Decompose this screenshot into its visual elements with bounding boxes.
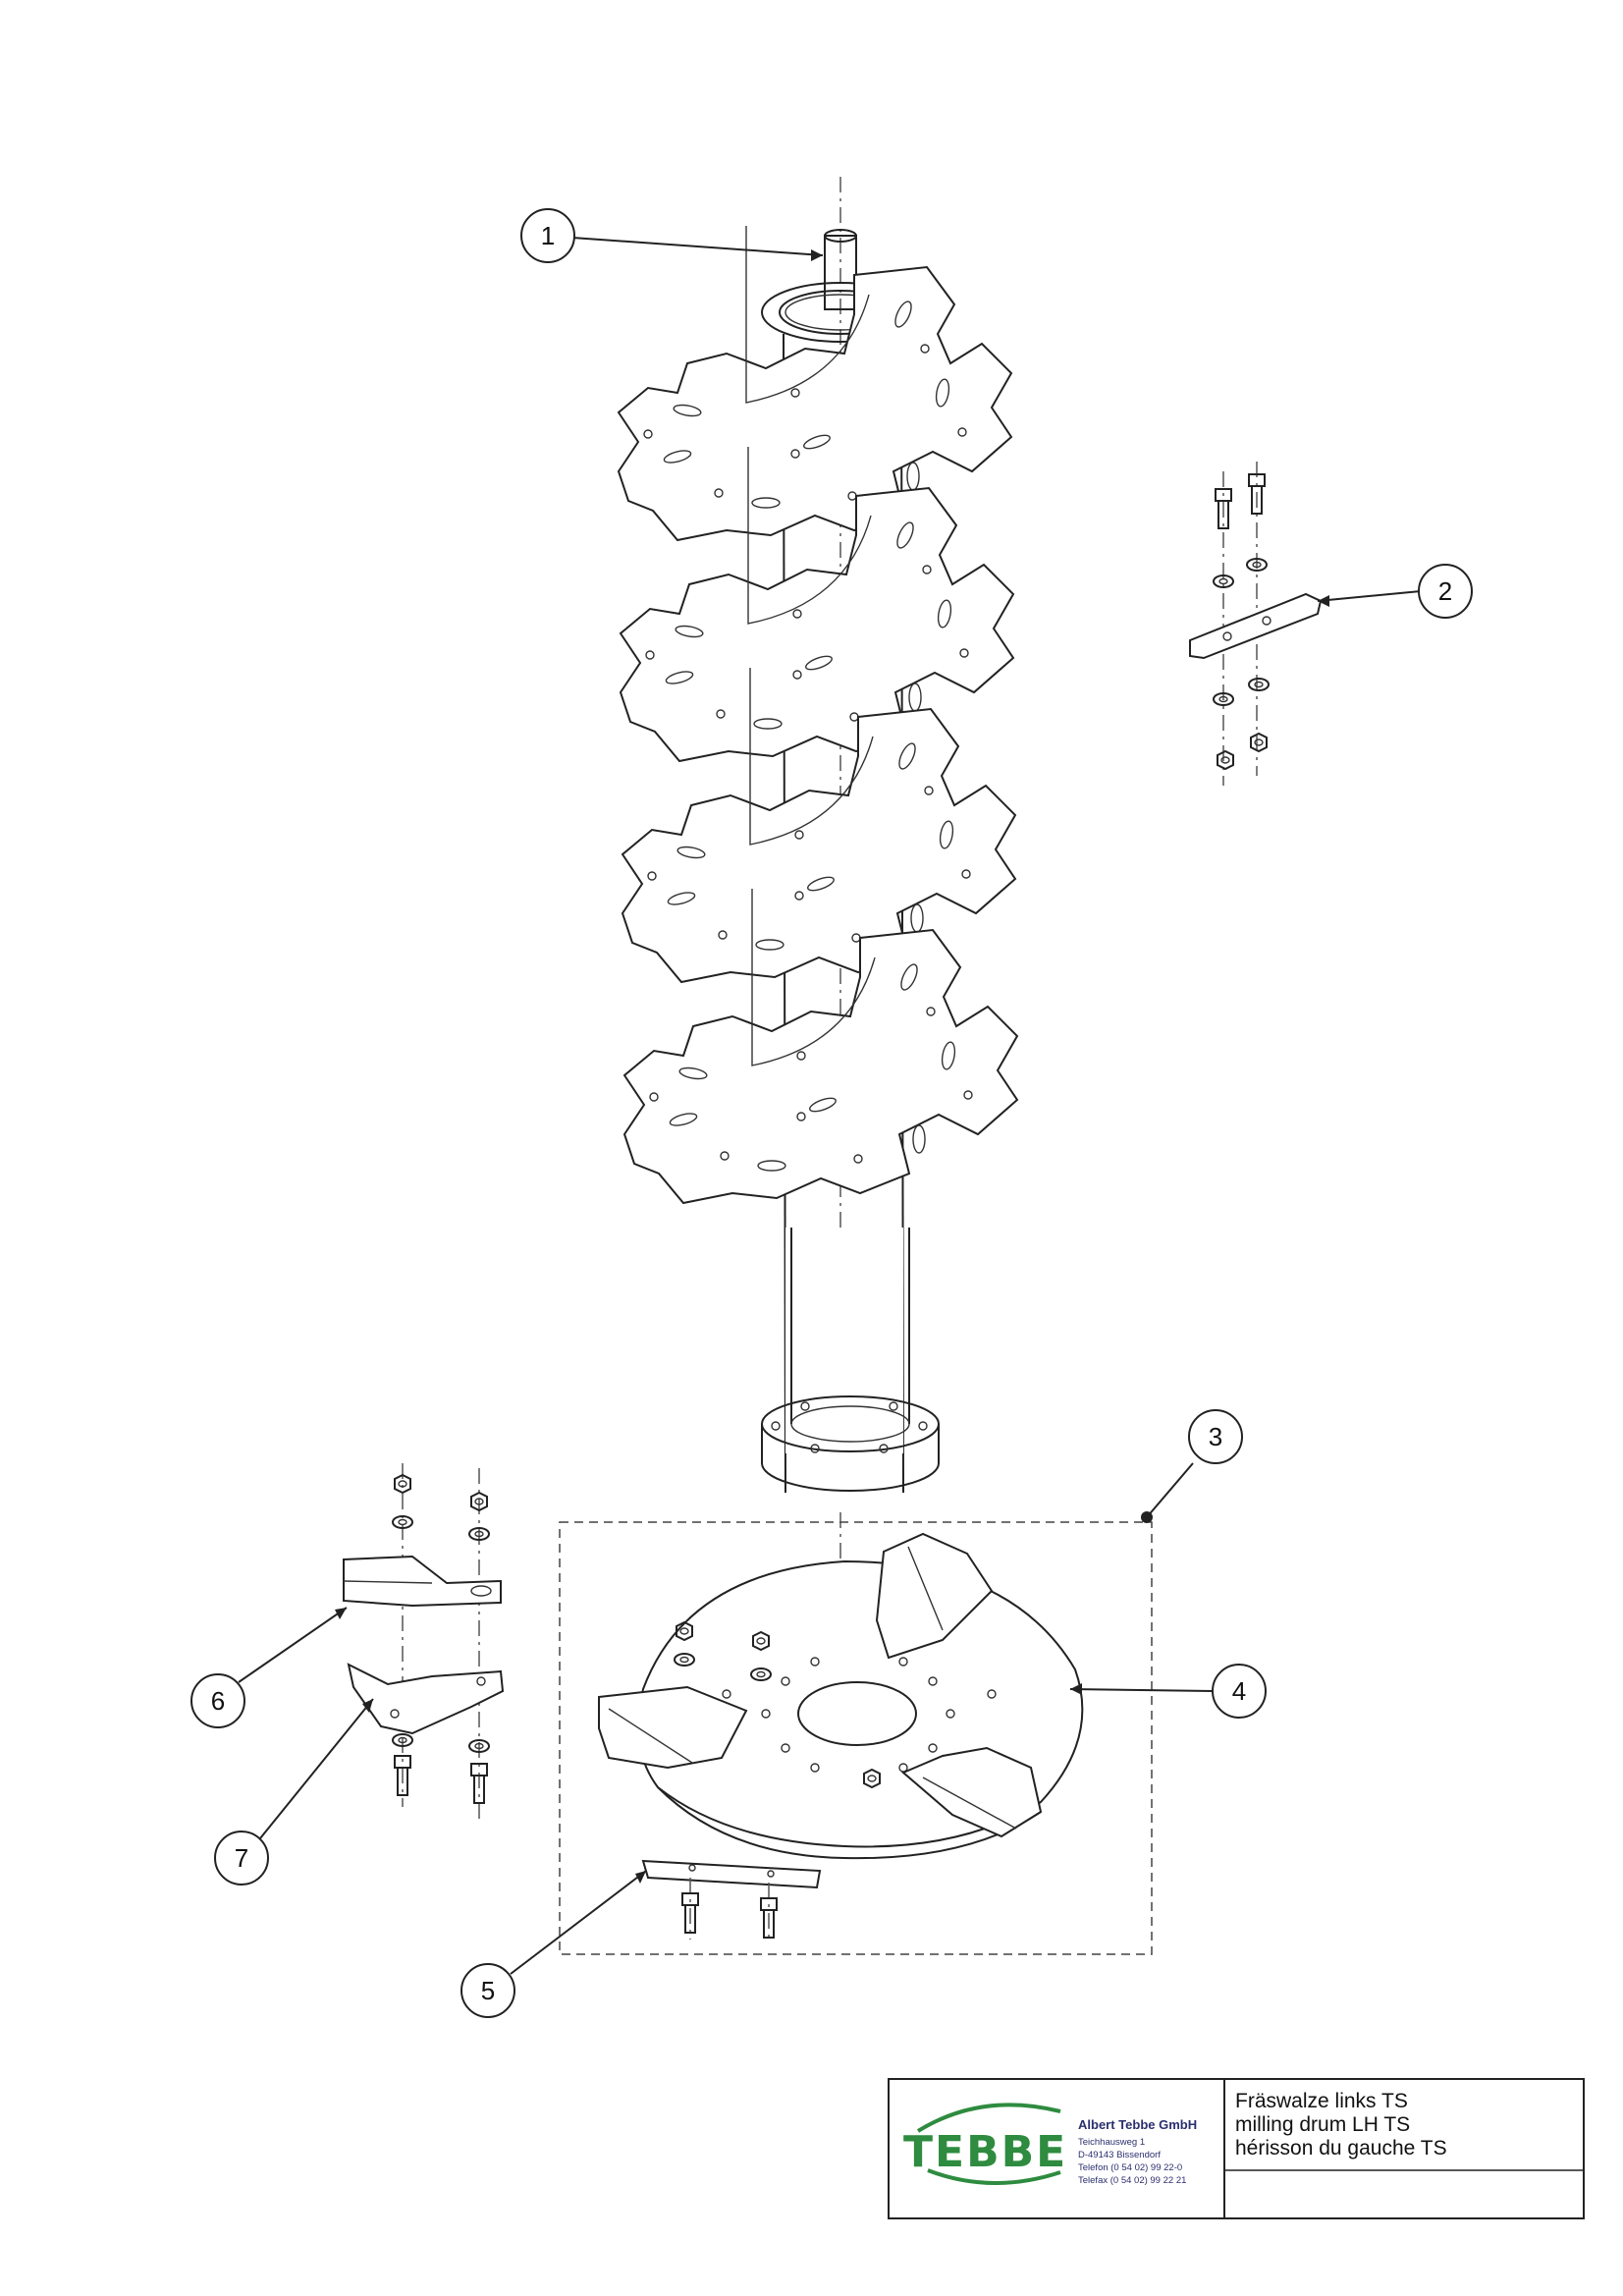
flight-plate-1: [618, 225, 1012, 541]
deflector-plate: [343, 1555, 502, 1608]
callout-1-label: 1: [541, 221, 555, 250]
assembly-box: [559, 1521, 1153, 1955]
title-french: hérisson du gauche TS: [1235, 2137, 1447, 2159]
callout-6-label: 6: [211, 1686, 225, 1716]
callout-7-label: 7: [235, 1843, 248, 1873]
blade-set-upper: [1189, 462, 1323, 786]
address-city: D-49143 Bissendorf: [1078, 2150, 1161, 2160]
title-block: TEBBE Albert Tebbe GmbH Teichhausweg 1 D…: [888, 2078, 1585, 2219]
callout-5-label: 5: [481, 1976, 495, 2005]
callout-4: 4: [1069, 1664, 1267, 1719]
milling-drum: [618, 225, 1018, 1494]
title-english: milling drum LH TS: [1235, 2113, 1410, 2136]
callout-6: 6: [190, 1607, 348, 1728]
logo-text: TEBBE: [903, 2127, 1067, 2177]
callout-5: 5: [460, 1870, 647, 2018]
address-street: Teichhausweg 1: [1078, 2137, 1145, 2148]
title-german: Fräswalze links TS: [1235, 2090, 1408, 2112]
callout-2: 2: [1317, 564, 1473, 619]
left-blade-set: [392, 1463, 490, 1822]
base-disc: [598, 1532, 1084, 1860]
callout-4-label: 4: [1232, 1676, 1246, 1706]
drive-shaft: [824, 229, 857, 310]
bottom-flange: [761, 1228, 940, 1492]
phone-number: Telefon (0 54 02) 99 22-0: [1078, 2162, 1182, 2173]
scraper-bar: [641, 1859, 822, 1940]
company-logo: TEBBE: [903, 2103, 1067, 2185]
callout-1: 1: [520, 208, 824, 263]
fax-number: Telefax (0 54 02) 99 22 21: [1078, 2175, 1186, 2186]
callout-3-label: 3: [1209, 1422, 1222, 1451]
callout-2-label: 2: [1438, 576, 1452, 606]
callout-3: 3: [1141, 1409, 1243, 1523]
callout-7: 7: [214, 1698, 374, 1886]
company-name: Albert Tebbe GmbH: [1078, 2117, 1197, 2132]
